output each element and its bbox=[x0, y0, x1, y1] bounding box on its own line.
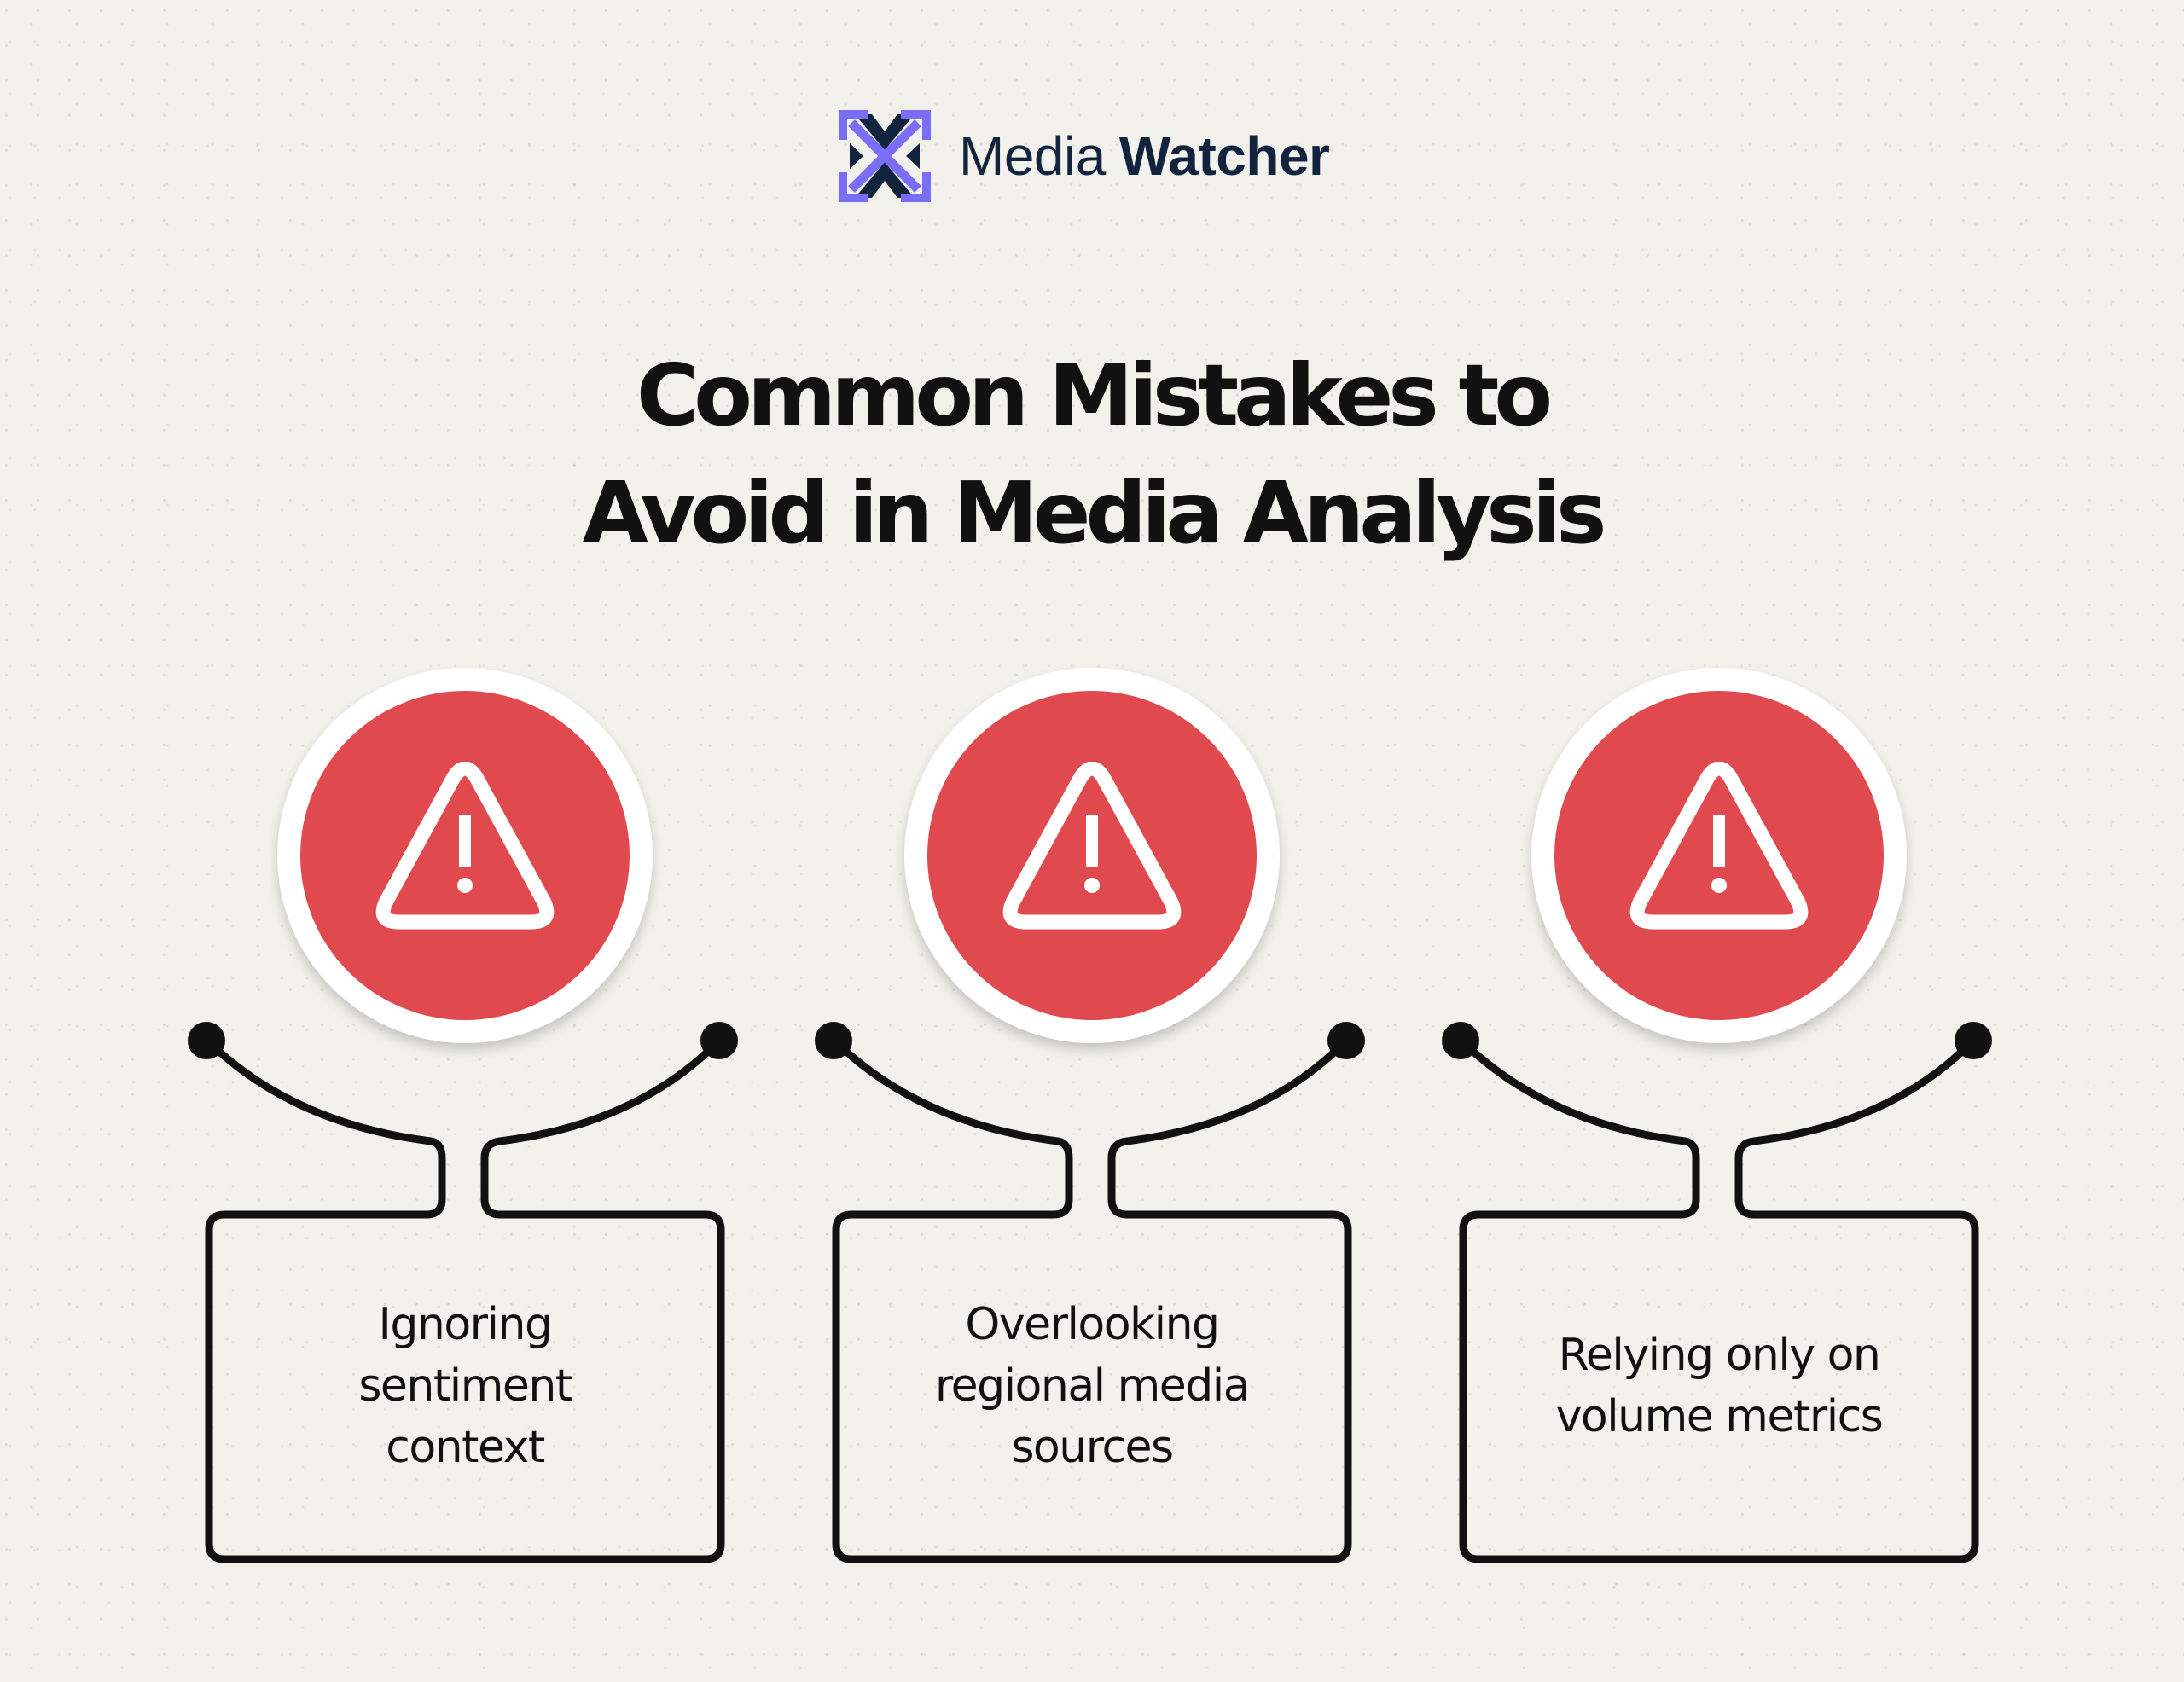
connector-dot-left bbox=[188, 1022, 225, 1059]
warning-triangle-icon bbox=[1629, 762, 1809, 930]
title-line-2: Avoid in Media Analysis bbox=[582, 463, 1606, 563]
page-title: Common Mistakes to Avoid in Media Analys… bbox=[0, 337, 2184, 572]
media-watcher-logo-icon bbox=[839, 110, 931, 202]
connector-dot-right bbox=[1327, 1022, 1365, 1059]
mistake-card-2: Overlooking regional media sources bbox=[776, 665, 1408, 1586]
connector-dot-left bbox=[1442, 1022, 1479, 1059]
mistake-text: Ignoring sentiment context bbox=[209, 1215, 721, 1557]
title-line-1: Common Mistakes to bbox=[636, 345, 1553, 445]
mistake-text-line: Relying only on bbox=[1558, 1330, 1881, 1381]
warning-triangle-icon bbox=[1002, 762, 1182, 930]
connector-outline bbox=[815, 1022, 1365, 1563]
connector-dot-right bbox=[1955, 1022, 1992, 1059]
warning-badge bbox=[1531, 668, 1907, 1043]
mistake-text-line: sentiment bbox=[358, 1360, 572, 1412]
connector-outline bbox=[188, 1022, 738, 1563]
brand-name-light: Media bbox=[959, 125, 1106, 187]
mistake-text-line: sources bbox=[1011, 1422, 1174, 1473]
brand-name-bold: Watcher bbox=[1118, 125, 1330, 187]
mistake-text-line: regional media bbox=[934, 1360, 1251, 1412]
mistake-text: Relying only on volume metrics bbox=[1463, 1215, 1975, 1557]
mistake-text: Overlooking regional media sources bbox=[836, 1215, 1348, 1557]
mistake-text-line: context bbox=[386, 1422, 545, 1473]
mistake-card-3: Relying only on volume metrics bbox=[1403, 665, 2035, 1586]
connector-dot-right bbox=[700, 1022, 738, 1059]
warning-triangle-icon bbox=[375, 762, 555, 930]
mistake-text-line: Overlooking bbox=[965, 1299, 1220, 1350]
connector-outline bbox=[1442, 1022, 1992, 1563]
connector-dot-left bbox=[815, 1022, 852, 1059]
mistake-text-line: volume metrics bbox=[1555, 1391, 1884, 1442]
warning-badge bbox=[904, 668, 1280, 1043]
warning-badge bbox=[277, 668, 653, 1043]
mistake-card-1: Ignoring sentiment context bbox=[149, 665, 781, 1586]
mistake-text-line: Ignoring bbox=[378, 1299, 553, 1350]
